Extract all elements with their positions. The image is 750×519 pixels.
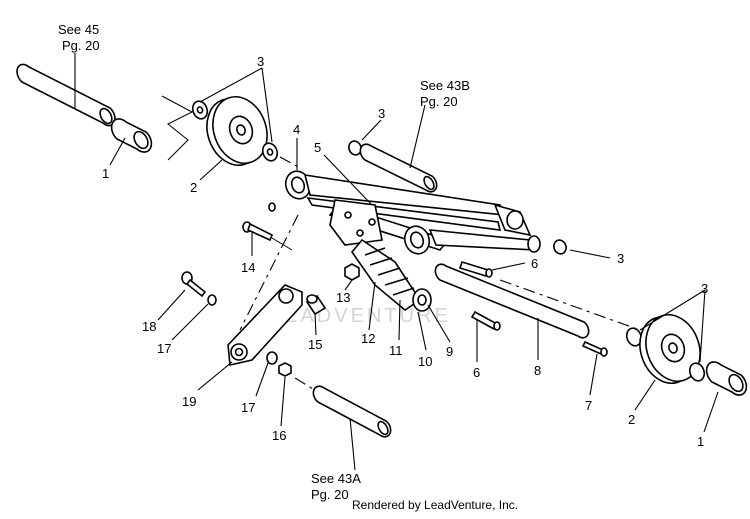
lead-3-mid [361,119,382,141]
bolt-14 [242,221,274,242]
lead-10 [417,311,427,351]
ref-pg20-b: Pg. 20 [420,94,458,109]
callout-12: 12 [361,331,375,346]
callout-3-top-left: 3 [257,54,264,69]
callout-6-lower: 6 [473,365,480,380]
lead-1-right [703,391,719,433]
spacer-15 [305,294,327,316]
callout-2-right: 2 [628,412,635,427]
callout-19: 19 [182,394,196,409]
callout-5: 5 [314,140,321,155]
spacer-left [110,118,153,153]
washer-right-wheel-outer [688,362,706,382]
lead-13 [344,279,353,291]
lead-3-a [199,67,263,103]
lead-16 [280,376,286,427]
callout-8: 8 [534,363,541,378]
callout-3-top-mid: 3 [378,106,385,121]
washer-top-mid [348,140,362,156]
lead-17-upper [171,303,209,341]
lead-2-right [634,379,656,411]
callout-13: 13 [336,290,350,305]
callout-4: 4 [293,122,300,137]
credit-text: Rendered by LeadVenture, Inc. [352,498,518,512]
coil-spring [350,238,422,311]
lead-18 [157,289,186,321]
washer-17-lower [266,351,278,365]
idler-wheel-left [206,96,268,166]
callout-17-lower: 17 [241,400,255,415]
shaft-upper-right [359,143,438,193]
bolt-18 [181,271,207,298]
swing-arm-frame [284,170,541,255]
lead-9 [427,304,451,343]
callout-3-bottom-right: 3 [701,281,708,296]
lead-3-right [569,249,611,259]
shaft-left-upper [16,63,116,127]
callout-15: 15 [308,337,322,352]
callout-3-right: 3 [617,251,624,266]
callout-7: 7 [585,398,592,413]
bolt-6-upper [458,261,493,278]
ref-see43a: See 43A [311,471,361,486]
callout-1-left: 1 [102,166,109,181]
lead-12 [368,281,376,331]
bolt-7 [581,340,608,357]
lead-1-left [109,137,126,166]
callout-14: 14 [241,260,255,275]
callout-16: 16 [272,428,286,443]
bolt-small-top [268,202,276,212]
lead-see43a [349,417,356,471]
washer-left-small [191,100,209,120]
nut-16 [278,362,292,377]
callout-18: 18 [142,319,156,334]
link-arm-19 [227,284,303,366]
callout-9: 9 [446,344,453,359]
ref-see43b: See 43B [420,78,470,93]
bracket-line-left [161,95,194,161]
lead-3-br-b [699,289,706,363]
washer-17-upper [207,294,217,306]
lead-see43b [409,104,426,169]
shock-absorber [412,288,432,312]
shaft-lower [312,385,392,438]
ref-pg20-c: Pg. 20 [311,487,349,502]
callout-11: 11 [389,343,403,358]
callout-1-right: 1 [697,434,704,449]
nut-13 [344,263,360,281]
lead-5 [323,154,373,206]
ref-see45: See 45 [58,22,99,37]
lead-15 [314,312,317,336]
ref-pg20-a: Pg. 20 [62,38,100,53]
lead-17-lower [255,362,269,397]
callout-17-upper: 17 [157,341,171,356]
lead-11 [398,299,401,341]
lead-3-b [261,67,273,143]
washer-left [261,142,279,162]
idler-wheel-right [639,314,701,384]
bolt-6-lower [470,310,501,331]
lead-7 [589,353,598,396]
shaft-8 [434,263,590,339]
callout-10: 10 [418,354,432,369]
axis-line-center [239,214,299,331]
washer-right [553,239,567,255]
spacer-right [705,361,748,396]
lead-14-to-frame [271,237,293,251]
lead-19 [197,361,233,391]
axis-line-lower [294,377,319,393]
lead-2-left [199,159,223,181]
lead-6-upper [491,262,526,271]
callout-2-left: 2 [190,180,197,195]
callout-6-upper: 6 [531,256,538,271]
lead-3-br-a [639,289,706,331]
